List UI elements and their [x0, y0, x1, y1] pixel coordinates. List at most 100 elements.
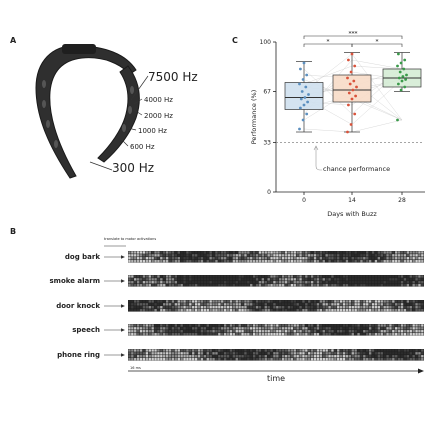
activation-cell — [331, 352, 334, 355]
activation-cell — [415, 357, 418, 361]
activation-cell — [160, 275, 163, 278]
activation-cell — [128, 349, 131, 352]
activation-cell — [389, 352, 392, 355]
activation-cell — [197, 306, 201, 309]
activation-cell — [180, 278, 183, 281]
activation-cell — [157, 254, 160, 257]
activation-cell — [218, 330, 221, 333]
activation-cell — [229, 251, 233, 254]
activation-cell — [337, 257, 340, 260]
activation-cell — [421, 251, 424, 254]
activation-cell — [131, 349, 134, 352]
activation-cell — [192, 254, 195, 257]
activation-cell — [223, 283, 227, 287]
activation-cell — [389, 303, 392, 306]
activation-cell — [308, 281, 311, 284]
activation-cell — [357, 275, 360, 278]
activation-cell — [371, 283, 375, 287]
activation-cell — [136, 308, 140, 312]
activation-cell — [328, 254, 331, 257]
activation-cell — [261, 278, 265, 281]
activation-cell — [403, 332, 407, 336]
activation-cell — [383, 257, 386, 260]
activation-cell — [174, 259, 178, 263]
activation-cell — [258, 357, 262, 361]
activation-cell — [145, 327, 149, 330]
activation-cell — [218, 308, 221, 312]
activation-cell — [276, 306, 279, 309]
activation-cell — [261, 308, 265, 312]
activation-cell — [247, 308, 250, 312]
activation-cell — [232, 278, 236, 281]
activation-cell — [264, 303, 267, 306]
activation-cell — [290, 357, 294, 361]
activation-cell — [279, 251, 282, 254]
activation-cell — [258, 303, 262, 306]
activation-cell — [186, 259, 189, 263]
activation-cell — [308, 330, 311, 333]
activation-cell — [221, 306, 224, 309]
activation-cell — [395, 251, 398, 254]
activation-cell — [232, 324, 236, 327]
activation-cell — [212, 332, 215, 336]
activation-cell — [276, 278, 279, 281]
activation-cell — [348, 330, 352, 333]
activation-cell — [360, 275, 363, 278]
activation-cell — [389, 254, 392, 257]
activation-cell — [334, 349, 337, 352]
activation-cell — [386, 355, 389, 358]
activation-cell — [186, 278, 189, 281]
activation-cell — [302, 257, 305, 260]
activation-cell — [351, 278, 354, 281]
activation-cell — [316, 281, 320, 284]
activation-cell — [302, 251, 305, 254]
activation-cell — [241, 254, 244, 257]
activation-cell — [235, 349, 238, 352]
activation-cell — [163, 308, 166, 312]
activation-cell — [354, 349, 357, 352]
activation-cell — [250, 355, 253, 358]
activation-cell — [238, 324, 241, 327]
activation-cell — [397, 254, 401, 257]
activation-cell — [316, 257, 320, 260]
activation-cell — [287, 257, 291, 260]
activation-cell — [128, 352, 131, 355]
activation-cell — [296, 283, 299, 287]
activation-cell — [380, 324, 383, 327]
activation-cell — [397, 327, 401, 330]
activation-cell — [229, 352, 233, 355]
activation-cell — [157, 259, 160, 263]
activation-cell — [383, 324, 386, 327]
activation-cell — [134, 357, 137, 361]
activation-cell — [308, 251, 311, 254]
activation-cell — [255, 300, 259, 303]
activation-cell — [238, 349, 241, 352]
activation-cell — [273, 306, 276, 309]
activation-cell — [313, 306, 317, 309]
activation-cell — [194, 275, 198, 278]
activation-cell — [418, 324, 421, 327]
activation-cell — [342, 283, 346, 287]
activation-cell — [374, 352, 378, 355]
activation-cell — [189, 281, 192, 284]
activation-cell — [374, 283, 378, 287]
data-point — [302, 61, 306, 65]
activation-cell — [366, 327, 369, 330]
activation-cell — [345, 330, 349, 333]
activation-cell — [403, 251, 407, 254]
activation-cell — [366, 257, 369, 260]
activation-cell — [264, 278, 267, 281]
activation-cell — [386, 303, 389, 306]
activation-cell — [363, 324, 366, 327]
activation-cell — [226, 251, 230, 254]
activation-cell — [325, 281, 328, 284]
activation-cell — [397, 259, 401, 263]
activation-cell — [368, 330, 372, 333]
activation-cell — [209, 251, 212, 254]
data-point — [305, 112, 309, 116]
activation-cell — [165, 355, 169, 358]
activation-cell — [139, 281, 143, 284]
data-point — [301, 118, 305, 122]
activation-cell — [203, 251, 207, 254]
activation-cell — [284, 306, 288, 309]
